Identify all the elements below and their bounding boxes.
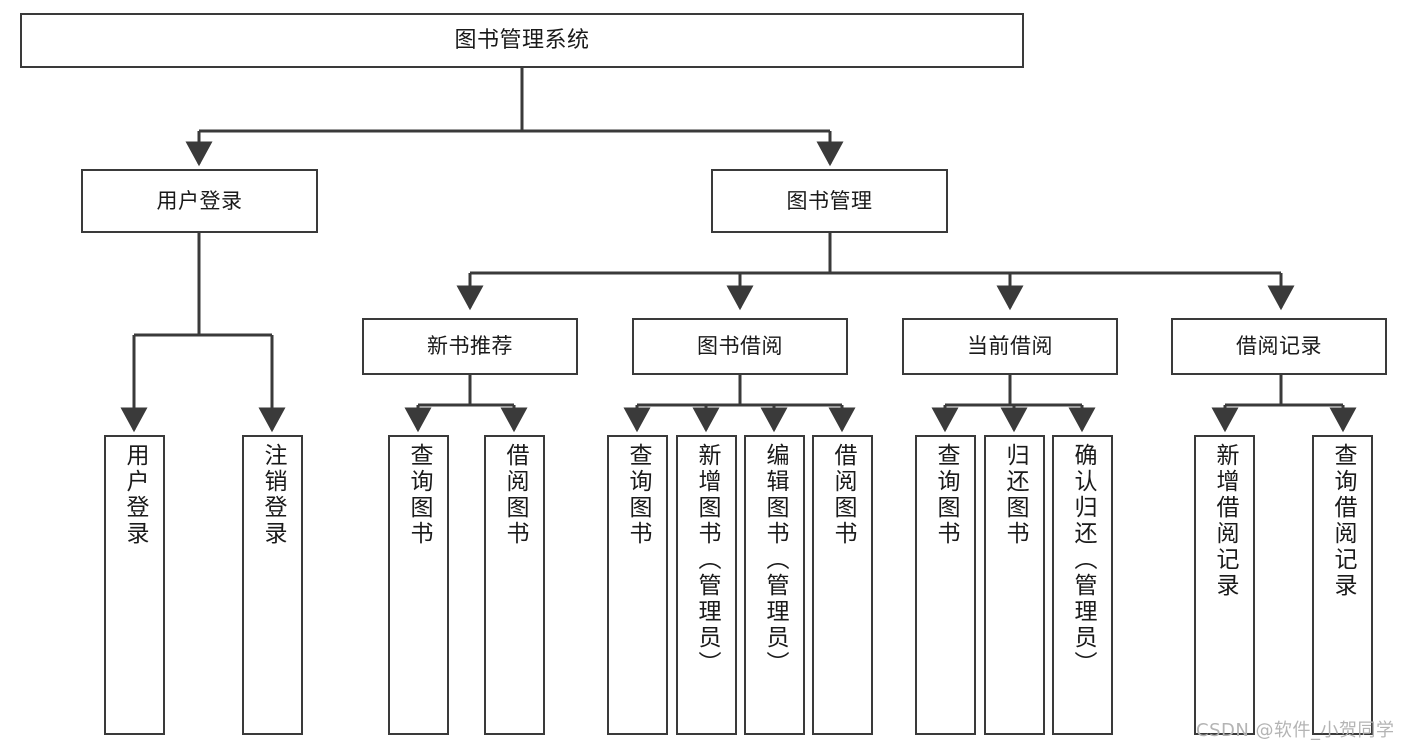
node-label: 图书管理 xyxy=(786,188,873,213)
node-label: 图书管理系统 xyxy=(454,27,590,53)
node-label: 查询图书 xyxy=(406,443,432,547)
node-label: 新增借阅记录 xyxy=(1212,443,1238,599)
node-label: 用户登录 xyxy=(156,188,243,213)
leaf-user-login[interactable]: 用户登录 xyxy=(104,435,165,735)
node-current-borrow[interactable]: 当前借阅 xyxy=(902,318,1118,375)
node-label: 查询借阅记录 xyxy=(1330,443,1356,599)
node-label: 借阅记录 xyxy=(1236,334,1322,359)
node-label: 用户登录 xyxy=(122,443,148,547)
node-book-management[interactable]: 图书管理 xyxy=(711,169,948,233)
node-label: 借阅图书 xyxy=(502,443,528,547)
leaf-query-borrow-record[interactable]: 查询借阅记录 xyxy=(1312,435,1373,735)
watermark-text: CSDN @软件_小贺同学 xyxy=(1196,720,1395,741)
node-label: 新增图书（管理员） xyxy=(694,443,720,677)
node-label: 查询图书 xyxy=(625,443,651,547)
node-label: 借阅图书 xyxy=(830,443,856,547)
node-new-book-recommend[interactable]: 新书推荐 xyxy=(362,318,578,375)
node-label: 当前借阅 xyxy=(967,334,1053,359)
leaf-return-book[interactable]: 归还图书 xyxy=(984,435,1045,735)
node-borrow-record[interactable]: 借阅记录 xyxy=(1171,318,1387,375)
node-book-borrow[interactable]: 图书借阅 xyxy=(632,318,848,375)
leaf-confirm-return-admin[interactable]: 确认归还（管理员） xyxy=(1052,435,1113,735)
node-label: 图书借阅 xyxy=(697,334,783,359)
leaf-query-book-current[interactable]: 查询图书 xyxy=(915,435,976,735)
leaf-borrow-book-recommend[interactable]: 借阅图书 xyxy=(484,435,545,735)
leaf-edit-book-admin[interactable]: 编辑图书（管理员） xyxy=(744,435,805,735)
node-label: 查询图书 xyxy=(933,443,959,547)
leaf-add-book-admin[interactable]: 新增图书（管理员） xyxy=(676,435,737,735)
node-label: 注销登录 xyxy=(260,443,286,547)
leaf-query-book-borrow[interactable]: 查询图书 xyxy=(607,435,668,735)
leaf-logout[interactable]: 注销登录 xyxy=(242,435,303,735)
node-label: 新书推荐 xyxy=(427,334,513,359)
node-label: 归还图书 xyxy=(1002,443,1028,547)
node-label: 编辑图书（管理员） xyxy=(762,443,788,677)
node-user-login[interactable]: 用户登录 xyxy=(81,169,318,233)
node-root-book-management-system[interactable]: 图书管理系统 xyxy=(20,13,1024,68)
leaf-add-borrow-record[interactable]: 新增借阅记录 xyxy=(1194,435,1255,735)
leaf-borrow-book[interactable]: 借阅图书 xyxy=(812,435,873,735)
node-label: 确认归还（管理员） xyxy=(1070,443,1096,677)
leaf-query-book-recommend[interactable]: 查询图书 xyxy=(388,435,449,735)
